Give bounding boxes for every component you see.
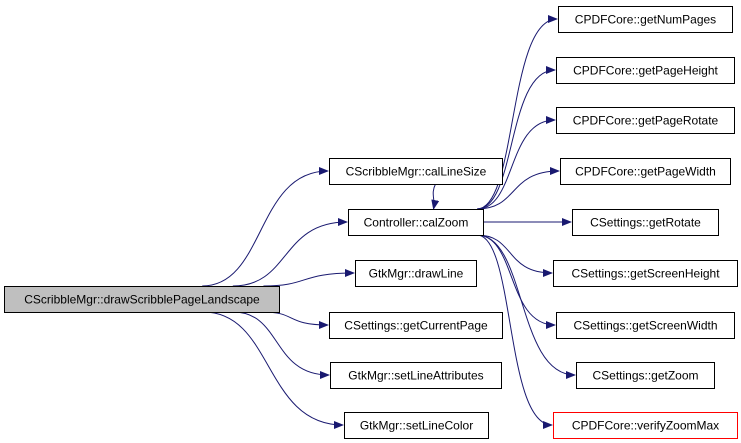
node-getScreenWidth[interactable]: CSettings::getScreenWidth — [556, 312, 735, 339]
node-label: CPDFCore::getNumPages — [575, 13, 716, 27]
node-box — [576, 362, 715, 389]
node-getPageWidth[interactable]: CPDFCore::getPageWidth — [560, 158, 731, 185]
node-label: CPDFCore::getPageWidth — [575, 165, 716, 179]
node-calZoom[interactable]: Controller::calZoom — [348, 209, 484, 236]
node-root[interactable]: CScribbleMgr::drawScribblePageLandscape — [4, 286, 280, 313]
node-box — [560, 158, 731, 185]
node-box — [329, 158, 503, 185]
node-box — [348, 209, 484, 236]
edge-calZoom-to-getZoom — [476, 234, 576, 379]
node-box — [355, 260, 477, 287]
node-label: CPDFCore::getPageHeight — [573, 64, 718, 78]
node-getPageRotate[interactable]: CPDFCore::getPageRotate — [556, 107, 735, 134]
edge-root-to-setLineColor — [203, 311, 344, 429]
edge-root-to-setLineAttributes — [233, 311, 330, 379]
node-getRotate[interactable]: CSettings::getRotate — [572, 209, 719, 236]
edge-calZoom-to-getNumPages — [476, 15, 558, 210]
node-label: CPDFCore::verifyZoomMax — [572, 419, 719, 433]
node-label: CSettings::getScreenHeight — [571, 267, 720, 281]
node-label: GtkMgr::setLineColor — [360, 419, 473, 433]
node-label: CScribbleMgr::drawScribblePageLandscape — [24, 293, 260, 307]
edge-root-to-calZoom — [232, 218, 348, 287]
node-label: CSettings::getScreenWidth — [573, 319, 717, 333]
node-label: CScribbleMgr::calLineSize — [346, 165, 487, 179]
node-box — [4, 286, 280, 313]
node-label: CPDFCore::getPageRotate — [573, 114, 719, 128]
node-setLineColor[interactable]: GtkMgr::setLineColor — [344, 412, 489, 439]
node-box — [572, 209, 719, 236]
edge-root-to-drawLine — [263, 269, 355, 287]
node-label: GtkMgr::setLineAttributes — [348, 369, 483, 383]
node-setLineAttributes[interactable]: GtkMgr::setLineAttributes — [330, 362, 502, 389]
edge-calZoom-to-getPageHeight — [476, 66, 556, 210]
node-box — [344, 412, 489, 439]
edge-calZoom-to-getScreenHeight — [476, 234, 553, 277]
node-getCurrentPage[interactable]: CSettings::getCurrentPage — [329, 312, 503, 339]
node-box — [553, 412, 738, 439]
edge-root-to-calLineSize — [202, 167, 329, 287]
node-box — [556, 107, 735, 134]
node-box — [329, 312, 503, 339]
node-box — [556, 312, 735, 339]
node-label: CSettings::getRotate — [590, 216, 701, 230]
node-label: GtkMgr::drawLine — [369, 267, 464, 281]
node-getScreenHeight[interactable]: CSettings::getScreenHeight — [553, 260, 738, 287]
node-getNumPages[interactable]: CPDFCore::getNumPages — [558, 6, 733, 33]
edge-calZoom-to-getPageWidth — [476, 167, 560, 210]
node-verifyZoomMax[interactable]: CPDFCore::verifyZoomMax — [553, 412, 738, 439]
node-box — [558, 6, 733, 33]
edge-calZoom-to-verifyZoomMax — [476, 234, 553, 429]
edge-root-to-getCurrentPage — [263, 311, 329, 329]
node-box — [330, 362, 502, 389]
nodes-layer: CScribbleMgr::drawScribblePageLandscapeC… — [4, 6, 738, 439]
edges-layer — [202, 15, 576, 429]
edge-calLineSize-to-calZoom — [431, 183, 440, 210]
node-drawLine[interactable]: GtkMgr::drawLine — [355, 260, 477, 287]
node-calLineSize[interactable]: CScribbleMgr::calLineSize — [329, 158, 503, 185]
edge-calZoom-to-getScreenWidth — [476, 234, 556, 329]
node-getPageHeight[interactable]: CPDFCore::getPageHeight — [556, 57, 735, 84]
node-label: Controller::calZoom — [364, 216, 469, 230]
node-box — [556, 57, 735, 84]
node-box — [553, 260, 738, 287]
node-label: CSettings::getZoom — [592, 369, 698, 383]
node-label: CSettings::getCurrentPage — [344, 319, 488, 333]
node-getZoom[interactable]: CSettings::getZoom — [576, 362, 715, 389]
edge-calZoom-to-getPageRotate — [476, 116, 556, 210]
